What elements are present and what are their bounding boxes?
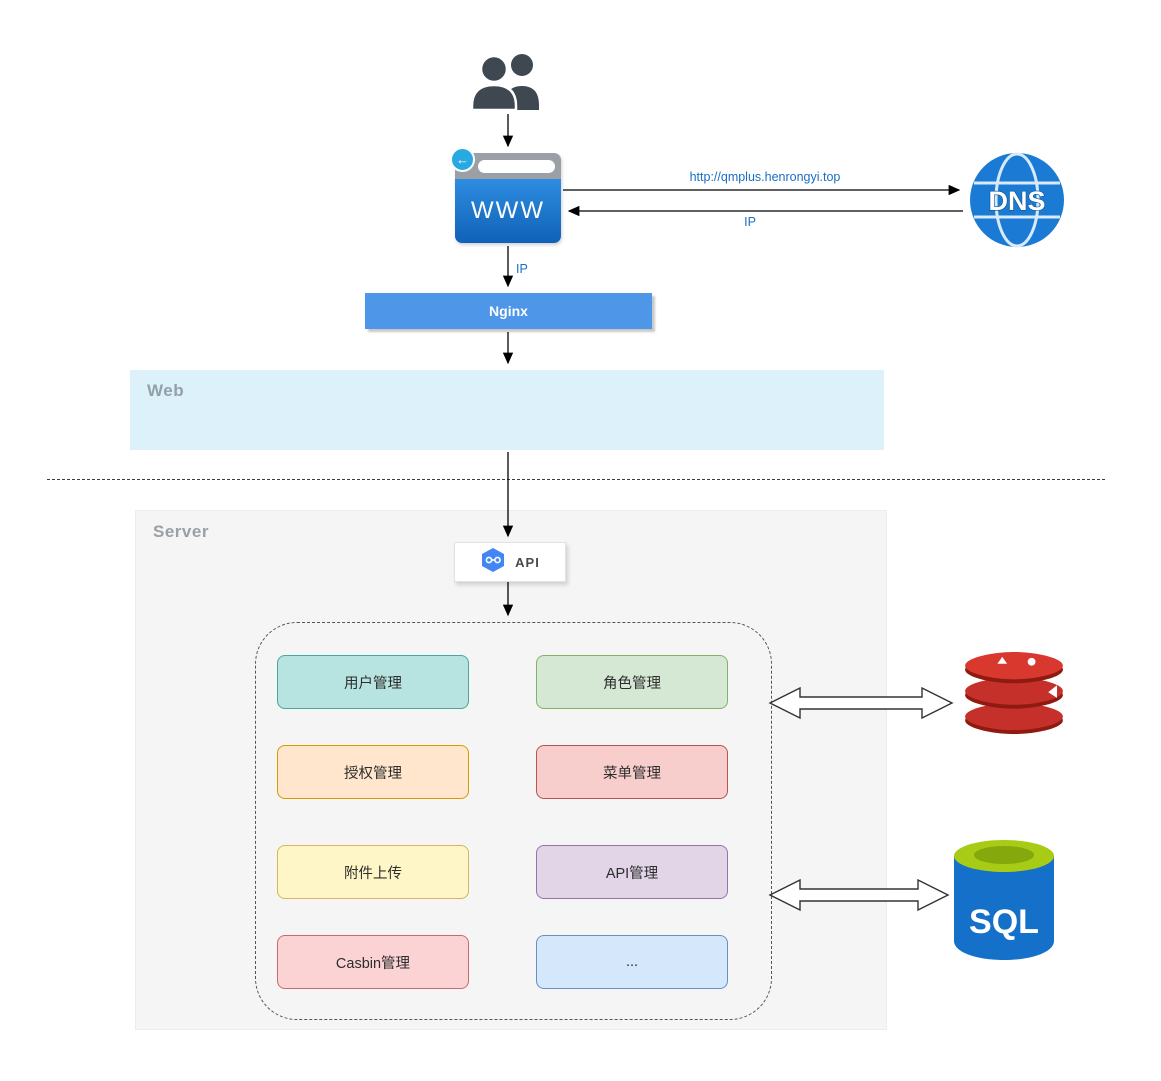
dns-globe-svg: DNS [970, 152, 1064, 248]
sql-database-svg: SQL [954, 840, 1054, 960]
module-box: ... [536, 935, 728, 989]
dns-label: DNS [988, 186, 1045, 216]
browser-address-bar [478, 160, 555, 173]
module-label: Casbin管理 [335, 955, 411, 972]
module-box: 角色管理 [536, 655, 728, 709]
nginx-label: Nginx [489, 303, 528, 319]
edge-label-client-ip: IP [516, 262, 528, 276]
nginx-node: Nginx [365, 293, 652, 329]
module-box: 附件上传 [277, 845, 469, 899]
module-label: ... [625, 954, 639, 970]
dns-globe-icon: DNS [967, 150, 1067, 255]
api-hexagon-icon [480, 547, 506, 578]
redis-icon [955, 652, 1073, 743]
module-box: 用户管理 [277, 655, 469, 709]
module-box: Casbin管理 [277, 935, 469, 989]
web-zone-label: Web [147, 381, 185, 400]
module-label: API管理 [605, 865, 659, 882]
api-node: API [454, 542, 566, 582]
users-icon-svg [470, 54, 539, 112]
users-icon [469, 50, 547, 117]
module-label: 用户管理 [344, 675, 402, 692]
module-label: 菜单管理 [603, 765, 661, 782]
module-label: 授权管理 [344, 765, 402, 782]
edge-label-dns-request: http://qmplus.henrongyi.top [689, 170, 841, 184]
server-zone: Server [135, 510, 887, 1030]
server-zone-label: Server [153, 522, 209, 541]
api-label: API [515, 554, 540, 570]
module-box: 菜单管理 [536, 745, 728, 799]
web-server-separator [47, 479, 1105, 480]
sql-database-icon: SQL [952, 838, 1056, 967]
module-label: 附件上传 [344, 865, 402, 882]
browser-icon: ← WWW [450, 147, 561, 243]
module-label: 角色管理 [603, 675, 661, 692]
browser-body: WWW [455, 179, 561, 243]
module-box: 授权管理 [277, 745, 469, 799]
back-arrow-icon: ← [450, 147, 475, 172]
sql-label: SQL [969, 903, 1039, 941]
redis-icon-svg [965, 652, 1063, 735]
module-box: API管理 [536, 845, 728, 899]
modules-group [255, 622, 772, 1020]
web-zone: Web [130, 370, 884, 450]
browser-label: WWW [471, 197, 545, 224]
edge-label-dns-response: IP [744, 215, 756, 229]
